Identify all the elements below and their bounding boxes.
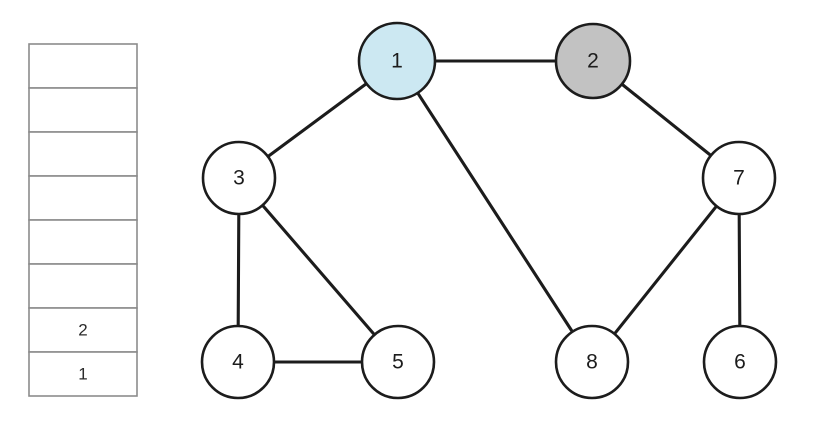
graph-node-circle[interactable]: [554, 22, 632, 100]
graph-edges-layer: [236, 59, 742, 364]
stack-cell[interactable]: [28, 307, 138, 353]
stack-cell[interactable]: [28, 263, 138, 309]
graph-node-circle[interactable]: [554, 324, 630, 400]
stack-cell[interactable]: [28, 131, 138, 177]
graph-node-label: 2: [587, 50, 599, 73]
graph-node-circle[interactable]: [357, 21, 437, 101]
graph-node-label: 6: [734, 351, 746, 374]
graph-node-label: 7: [733, 167, 745, 190]
graph-node-4[interactable]: 4: [200, 324, 276, 400]
stack-cell[interactable]: [28, 43, 138, 89]
graph-node-label: 5: [392, 351, 404, 374]
graph-node-circle[interactable]: [702, 324, 778, 400]
graph-node-3[interactable]: 3: [201, 140, 277, 216]
graph-node-circle[interactable]: [701, 140, 777, 216]
stack-cell[interactable]: [28, 175, 138, 221]
graph-node-label: 4: [232, 351, 244, 374]
graph-edge-1-8[interactable]: [415, 90, 575, 335]
graph-node-circle[interactable]: [360, 324, 436, 400]
graph-edge-7-6[interactable]: [737, 211, 742, 329]
stack-cell[interactable]: [28, 351, 138, 397]
graph-node-circle[interactable]: [200, 324, 276, 400]
graph-node-8[interactable]: 8: [554, 324, 630, 400]
stack-cell[interactable]: [28, 87, 138, 133]
stack-cell[interactable]: [28, 219, 138, 265]
graph-node-6[interactable]: 6: [702, 324, 778, 400]
graph-nodes-layer: 1 2 3 4 5 6 7 8: [200, 21, 778, 400]
graph-edge-3-4[interactable]: [236, 211, 241, 329]
graph-node-circle[interactable]: [201, 140, 277, 216]
graph-edge-7-8[interactable]: [612, 203, 719, 337]
stack-cell-value: 1: [78, 364, 87, 383]
graph-node-label: 3: [233, 167, 245, 190]
graph-edge-2-7[interactable]: [619, 81, 714, 158]
graph-node-1[interactable]: 1: [357, 21, 437, 101]
graph-edge-3-5[interactable]: [260, 202, 377, 338]
graph-node-label: 1: [391, 50, 403, 73]
stack-cell-value: 2: [78, 320, 87, 339]
stack-container: 21: [28, 43, 138, 397]
graph-node-7[interactable]: 7: [701, 140, 777, 216]
graph-node-label: 8: [586, 351, 598, 374]
graph-node-2[interactable]: 2: [554, 22, 632, 100]
graph-edge-1-3[interactable]: [265, 81, 369, 159]
graph-node-5[interactable]: 5: [360, 324, 436, 400]
